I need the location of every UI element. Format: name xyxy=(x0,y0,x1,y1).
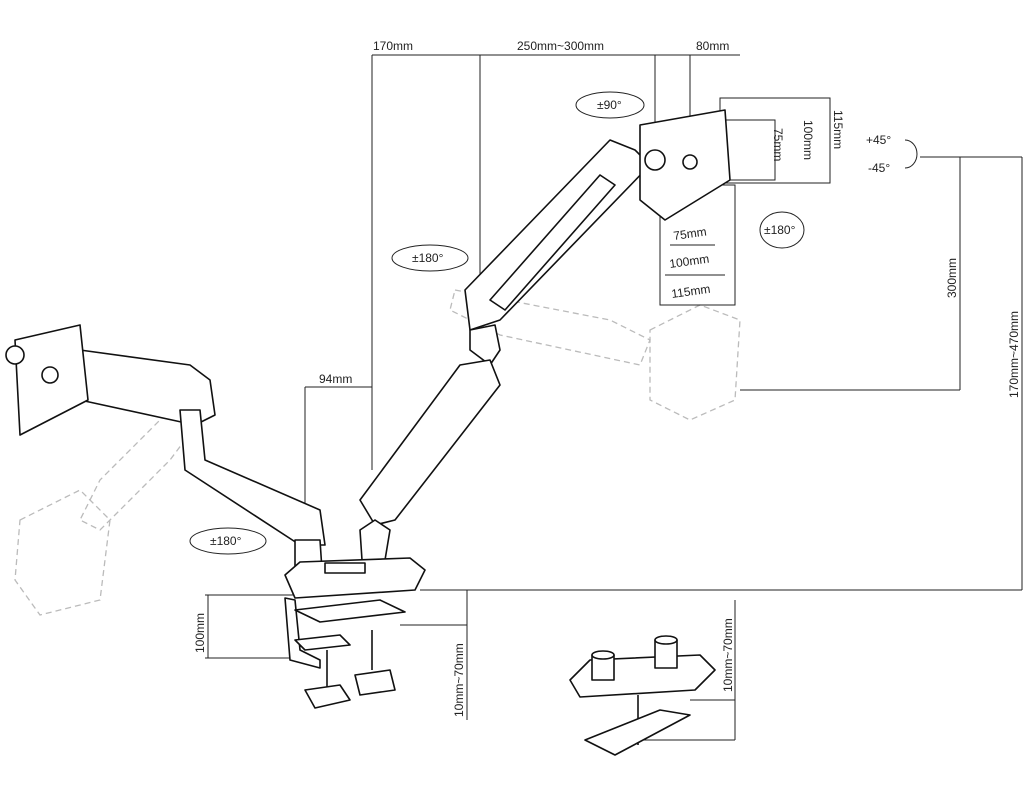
rot-left-arm: ±180° xyxy=(210,534,242,548)
dim-vesa-v-75: 75mm xyxy=(771,128,785,161)
dim-vesa-h-115: 115mm xyxy=(670,282,711,301)
dim-vesa-h-100: 100mm xyxy=(668,252,710,271)
dim-vesa-v-100: 100mm xyxy=(801,120,815,160)
dimension-lines xyxy=(205,54,1023,741)
dim-height-range: 170mm~470mm xyxy=(1007,311,1021,398)
dim-vesa-v-115: 115mm xyxy=(831,110,845,149)
desk-clamp xyxy=(284,557,426,709)
dim-arm-length: 250mm~300mm xyxy=(517,39,604,53)
rot-upper-arm: ±180° xyxy=(412,251,444,265)
dim-clamp-height: 100mm xyxy=(193,613,207,653)
rot-tilt-down: -45° xyxy=(868,161,890,175)
rot-head-swivel: ±90° xyxy=(597,98,622,112)
dim-head-offset: 80mm xyxy=(696,39,729,53)
ghost-arm-left xyxy=(14,399,201,616)
dim-vesa-h-75: 75mm xyxy=(672,224,707,243)
left-arm xyxy=(5,324,326,571)
rot-tilt-up: +45° xyxy=(866,133,891,147)
grommet-mount xyxy=(569,635,716,756)
dim-top-offset: 170mm xyxy=(373,39,413,53)
rot-screen: ±180° xyxy=(764,223,796,237)
dim-clamp-thickness: 10mm~70mm xyxy=(452,643,466,717)
right-arm xyxy=(359,109,731,561)
rotation-indicators xyxy=(189,91,918,555)
dim-grommet-thickness: 10mm~70mm xyxy=(721,618,735,692)
dim-vertical-travel: 300mm xyxy=(945,258,959,298)
dim-pole-offset: 94mm xyxy=(319,372,352,386)
